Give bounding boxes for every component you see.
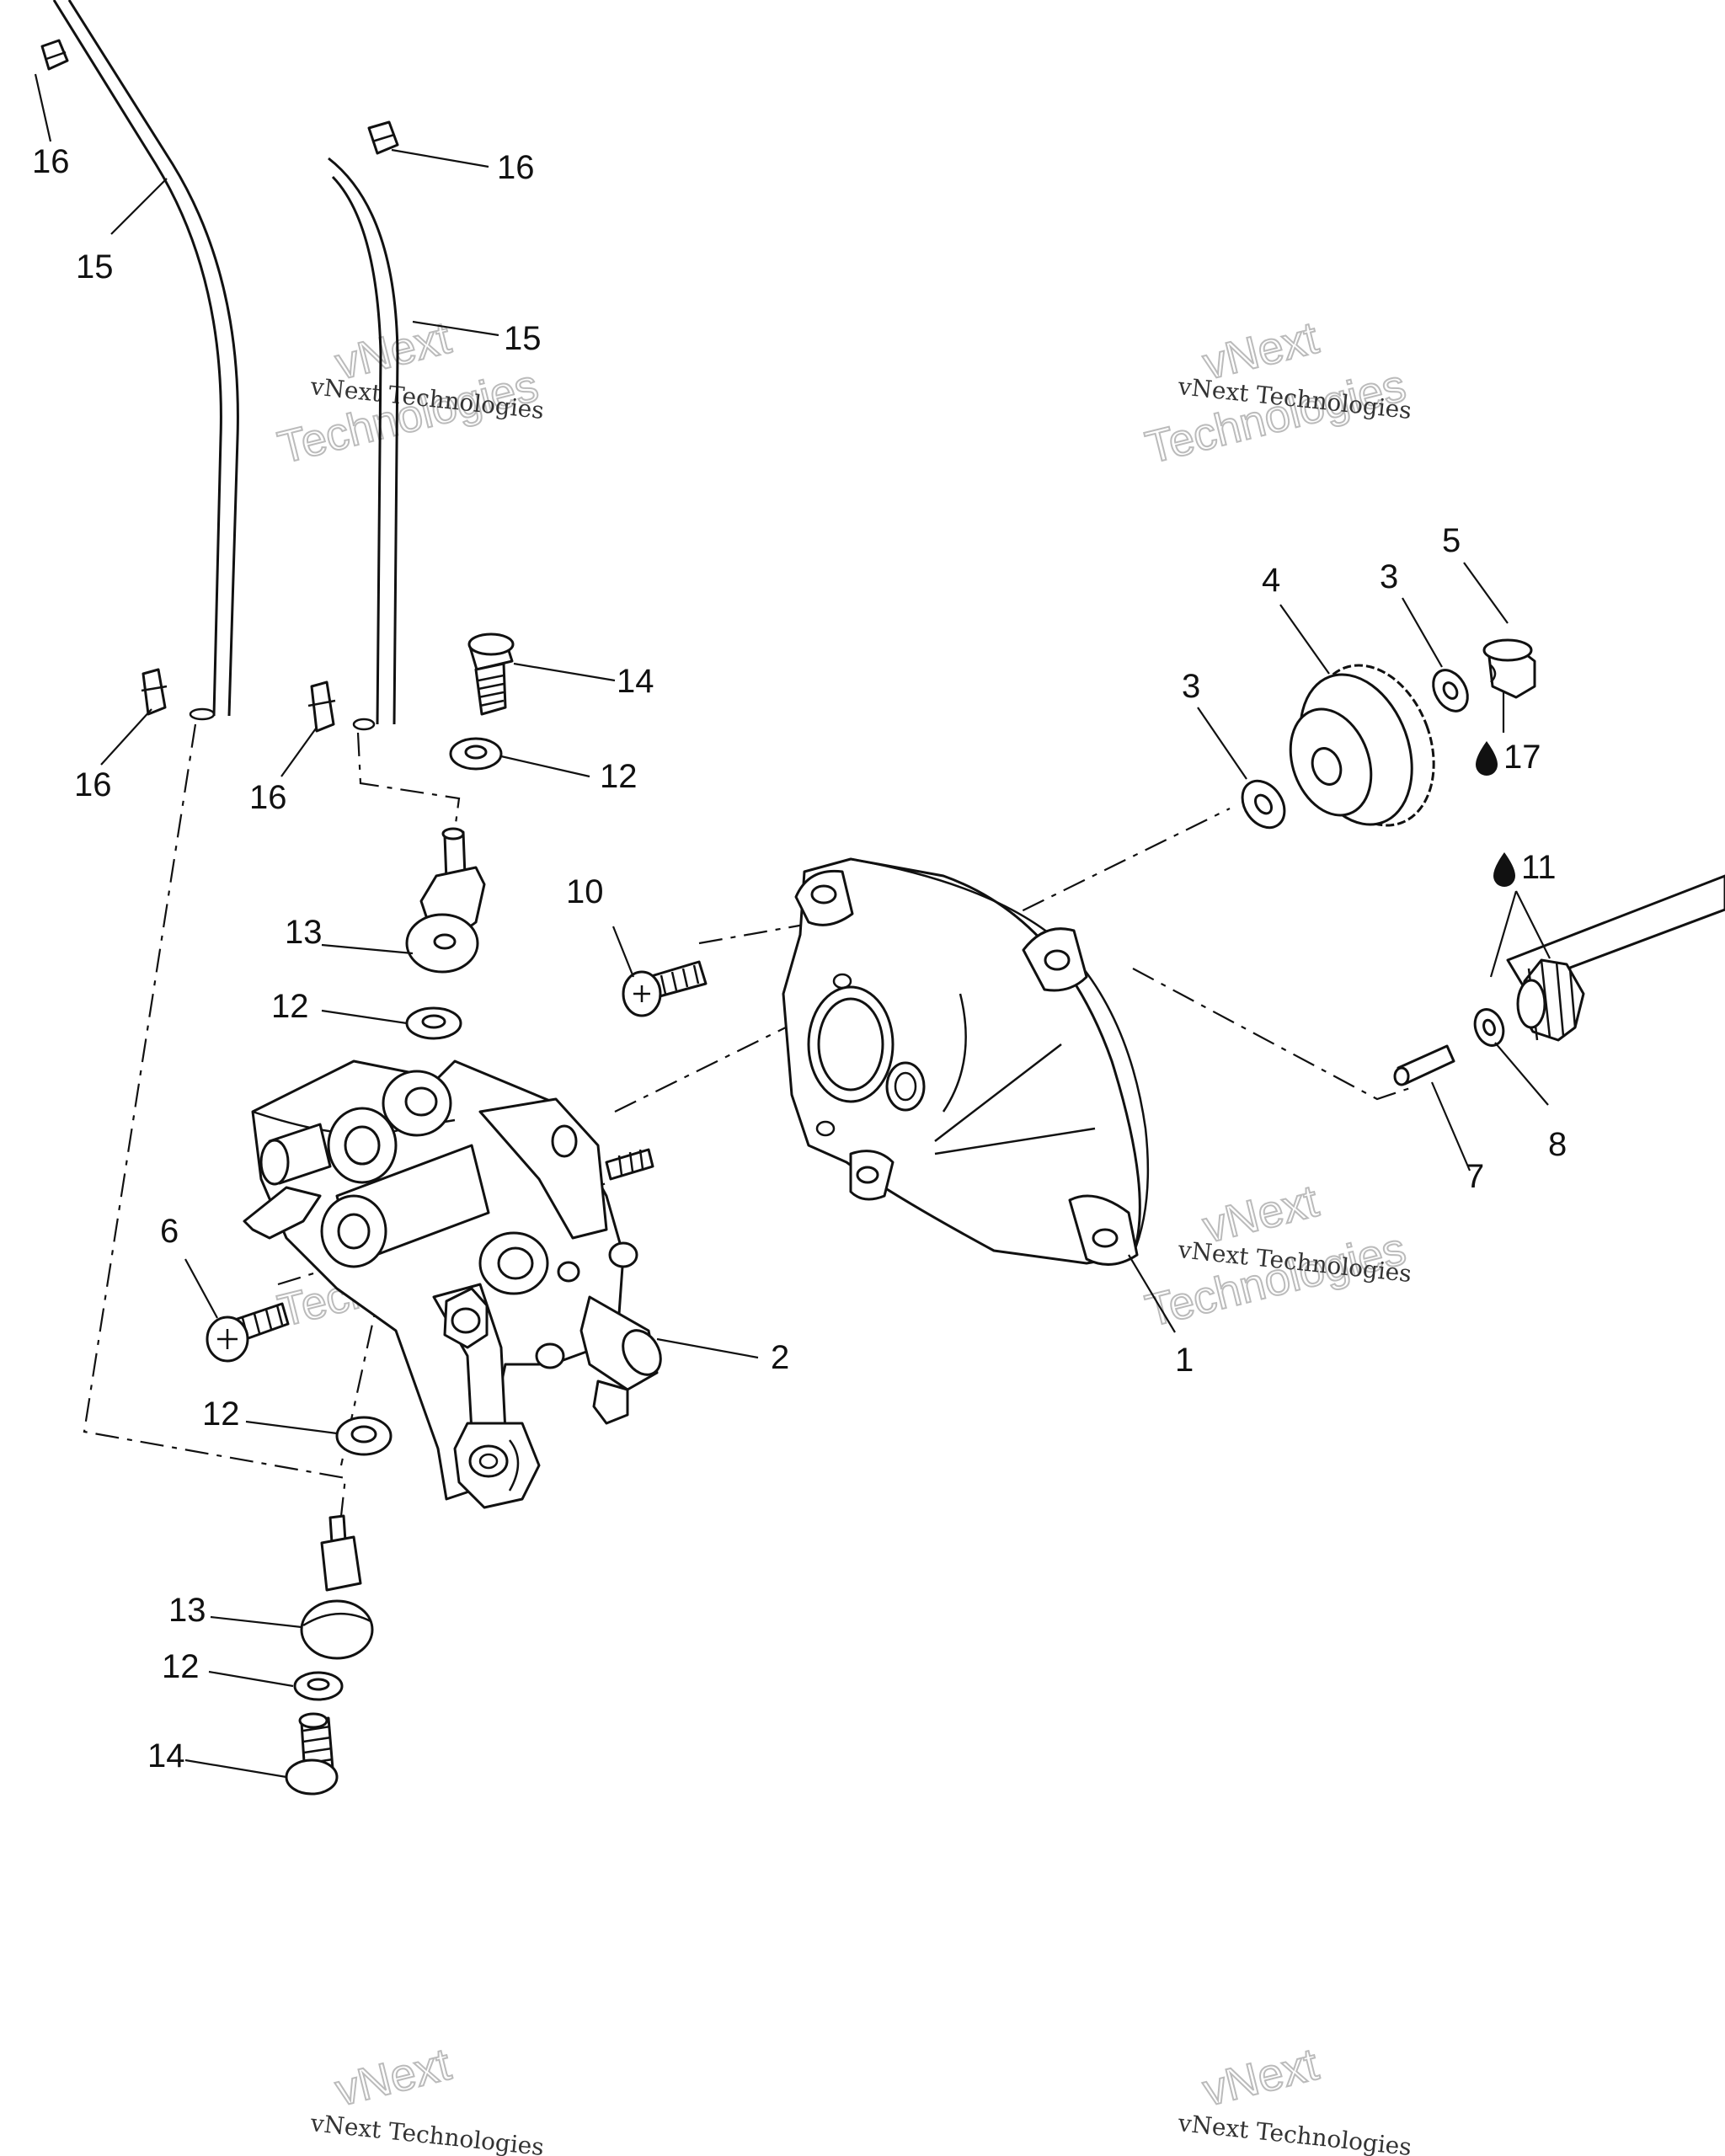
watermark-big-9: vNext [330, 2039, 455, 2116]
washer-3-a [1241, 779, 1286, 830]
callout-7: 7 [1466, 1158, 1484, 1195]
clamp-16-mid-left [141, 668, 168, 716]
callout-15: 15 [504, 320, 542, 357]
callout-3: 3 [1182, 668, 1200, 705]
callout-13: 13 [168, 1592, 206, 1629]
screw-10 [622, 960, 708, 1017]
callout-12: 12 [202, 1396, 240, 1433]
washer-12-c [335, 1416, 393, 1456]
pump-housing-1 [782, 857, 1150, 1266]
watermark-big-10: vNext [1198, 2039, 1322, 2116]
callout-16: 16 [74, 766, 112, 803]
callout-16: 16 [32, 143, 70, 180]
hose-right [328, 157, 399, 731]
washer-3-b [1432, 669, 1469, 712]
callout-3: 3 [1380, 558, 1398, 595]
callout-14: 14 [147, 1737, 185, 1774]
watermark-text-5: vNext Technologies [308, 2109, 545, 2156]
callout-8: 8 [1548, 1126, 1567, 1163]
washer-12-d [293, 1671, 344, 1701]
pin-7 [1393, 1044, 1455, 1086]
callout-2: 2 [771, 1339, 789, 1376]
callout-10: 10 [566, 873, 604, 910]
callout-16: 16 [497, 149, 535, 186]
callout-13: 13 [285, 914, 323, 951]
callout-12: 12 [271, 988, 309, 1025]
callout-16: 16 [249, 779, 287, 816]
screw-6 [206, 1302, 290, 1363]
callout-11: 11 [1521, 849, 1557, 886]
callout-1: 1 [1175, 1342, 1194, 1379]
callout-14: 14 [617, 663, 654, 700]
gear-4 [1289, 664, 1435, 827]
banjo-fitting-13-b [300, 1514, 374, 1660]
washer-8 [1473, 1008, 1505, 1047]
callout-17: 17 [1503, 739, 1541, 776]
banjo-bolt-14-bottom [285, 1712, 339, 1796]
clamp-16-mid-right [307, 680, 336, 733]
callout-15: 15 [76, 248, 114, 286]
clamp-16-top-left [40, 39, 69, 71]
callout-4: 4 [1262, 562, 1280, 599]
oil-pump-2 [243, 1059, 662, 1509]
hose-left [52, 0, 239, 721]
banjo-fitting-13-a [405, 827, 486, 974]
callout-6: 6 [160, 1213, 179, 1250]
oil-drop-icon [1476, 741, 1498, 776]
callout-12: 12 [162, 1648, 200, 1685]
callout-labels: 16 16 15 15 16 16 14 12 13 12 10 6 12 13… [32, 143, 1567, 1774]
callout-12: 12 [600, 758, 638, 795]
leader-lines [34, 73, 1551, 1779]
washer-12-b [405, 1006, 462, 1040]
oil-drop-icon [1493, 852, 1515, 887]
banjo-bolt-14-top [467, 632, 515, 716]
callout-5: 5 [1442, 522, 1461, 559]
nut-5 [1482, 638, 1536, 699]
clamp-16-top-right [367, 120, 399, 155]
watermark-text-6: vNext Technologies [1176, 2109, 1413, 2156]
washer-12-a [449, 737, 503, 771]
pump-shaft-11 [1506, 874, 1725, 1042]
